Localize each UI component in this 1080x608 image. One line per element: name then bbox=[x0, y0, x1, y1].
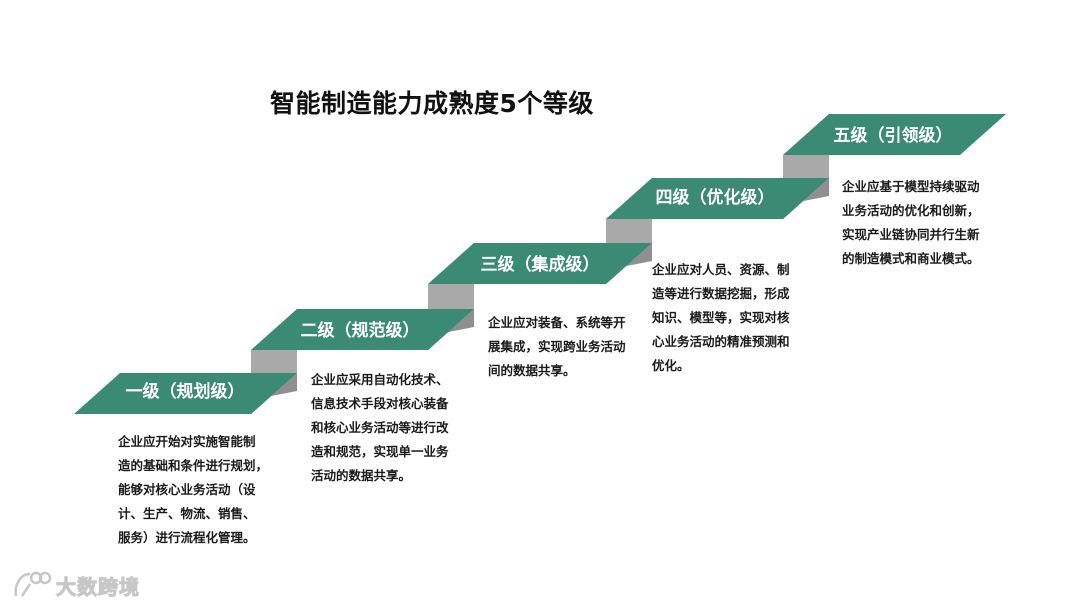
level-5-description: 企业应基于模型持续驱动 业务活动的优化和创新， 实现产业链协同并行生新 的制造模… bbox=[842, 179, 980, 266]
watermark-text: 大数跨境 bbox=[56, 574, 140, 599]
level-4-label: 四级（优化级） bbox=[655, 188, 775, 208]
step-tread-5 bbox=[783, 114, 1006, 155]
level-3-label: 三级（集成级） bbox=[480, 255, 600, 275]
step-tread-1 bbox=[74, 373, 297, 414]
level-3-description: 企业应对装备、系统等开 展集成，实现跨业务活动 间的数据共享。 bbox=[488, 315, 626, 378]
watermark-logo-icon bbox=[14, 571, 52, 597]
level-5-label: 五级（引领级） bbox=[833, 126, 953, 146]
step-tread-4 bbox=[606, 178, 829, 219]
page-title: 智能制造能力成熟度5个等级 bbox=[270, 89, 594, 118]
step-tread-3 bbox=[428, 243, 652, 284]
step-tread-2 bbox=[251, 309, 474, 350]
level-4-description: 企业应对人员、资源、制 造等进行数据挖掘，形成 知识、模型等，实现对核 心业务活… bbox=[652, 262, 790, 373]
level-1-description: 企业应开始对实施智能制 造的基础和条件进行规划， 能够对核心业务活动（设 计、生… bbox=[118, 434, 269, 545]
level-2-description: 企业应采用自动化技术、 信息技术手段对核心装备 和核心业务活动等进行改 造和规范… bbox=[311, 372, 449, 483]
level-2-label: 二级（规范级） bbox=[300, 321, 420, 341]
watermark: 大数跨境 bbox=[12, 568, 140, 602]
level-1-label: 一级（规划级） bbox=[125, 382, 245, 402]
